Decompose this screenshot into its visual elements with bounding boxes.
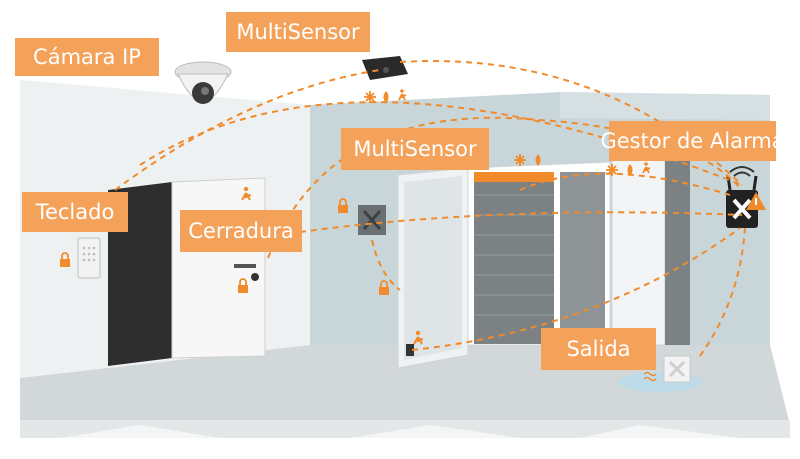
ceiling-multisensor <box>362 56 408 80</box>
label-multisensor-top: MultiSensor <box>226 12 370 52</box>
walking-person-icon <box>241 186 252 201</box>
label-keypad: Teclado <box>22 192 128 232</box>
link-panel-gateway <box>299 211 743 233</box>
door-contact-sensor <box>406 344 414 356</box>
water-waves-icon <box>643 371 657 382</box>
door-motion-icon <box>241 186 252 201</box>
smart-lock-knob <box>251 273 259 281</box>
link-flood-gateway <box>699 227 746 357</box>
walking-person-icon <box>413 330 424 345</box>
hallway-door <box>611 149 690 346</box>
walking-person-icon <box>398 89 407 101</box>
alarm-gateway <box>726 166 766 228</box>
walking-person-icon <box>642 162 651 174</box>
link-keypad-multisensor <box>114 69 381 191</box>
lock-icons <box>60 198 389 295</box>
lock-icon <box>60 252 70 267</box>
droplet-icon <box>627 164 633 176</box>
lock-icon <box>238 278 248 293</box>
wifi-icon <box>729 166 755 177</box>
label-camera-ip: Cámara IP <box>15 38 159 76</box>
entrance-motion-icon <box>413 330 424 345</box>
keypad-device <box>77 237 101 279</box>
lock-icon <box>338 198 348 213</box>
warning-icon <box>746 192 766 210</box>
label-multisensor-door: MultiSensor <box>341 128 489 170</box>
multisensor-door-icons <box>514 154 541 166</box>
main-entrance-door <box>397 161 611 369</box>
snowflake-icon <box>364 91 376 103</box>
gateway-sensor-icons <box>606 162 651 176</box>
snowflake-icon <box>606 164 618 176</box>
droplet-icon <box>535 154 541 166</box>
droplet-icon <box>383 91 389 103</box>
label-alarm-manager: Gestor de Alarma <box>600 121 785 161</box>
flood-sensor <box>618 355 702 392</box>
link-panel-door <box>371 239 401 291</box>
door-handle <box>234 264 256 268</box>
label-lock: Cerradura <box>180 210 302 252</box>
snowflake-icon <box>514 154 526 166</box>
ip-camera <box>174 61 232 104</box>
multisensor-top-icons <box>364 89 407 103</box>
multisensor-strip <box>474 172 554 182</box>
lock-icon <box>379 280 389 295</box>
interior-door <box>108 177 266 366</box>
link-door-contact-gateway <box>411 227 741 351</box>
wall-access-panel <box>358 205 386 235</box>
label-exit: Salida <box>541 328 656 370</box>
